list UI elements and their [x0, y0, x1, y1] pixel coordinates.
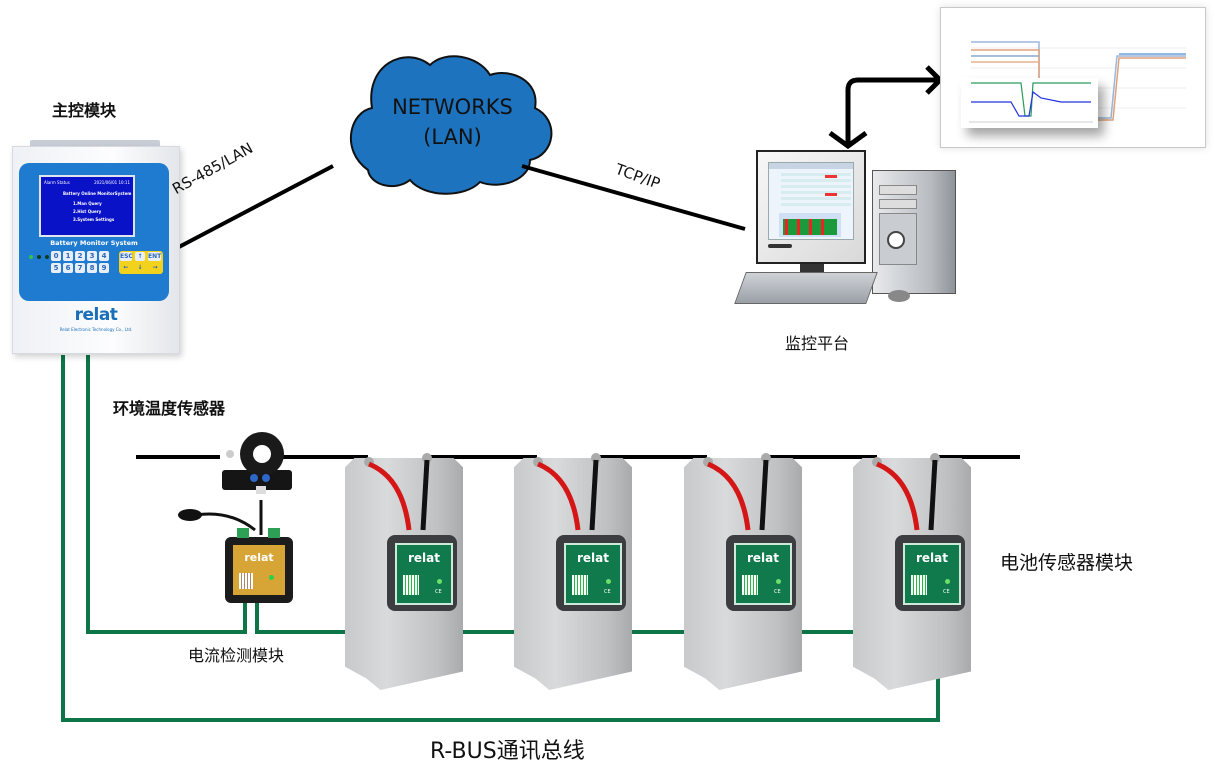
relat-logo: relat	[74, 305, 118, 325]
network-line1: NETWORKS	[392, 95, 513, 119]
relat-logo: relat	[407, 551, 440, 565]
battery-cables	[533, 453, 601, 531]
temp-probe	[178, 509, 202, 521]
status-led	[269, 575, 274, 580]
key-3: 3	[87, 251, 97, 261]
screen-datetime: 2021/06/01 10:11	[94, 180, 130, 185]
power-button-icon	[887, 231, 905, 249]
key-2: 2	[75, 251, 85, 261]
relat-logo: relat	[576, 551, 609, 565]
voltage-current-inset-chart	[961, 78, 1098, 128]
esc-key: ESC	[120, 252, 133, 261]
battery-sensor-module-label: 电池传感器模块	[1000, 552, 1134, 574]
navigation-keys: ESC ↑ ENT ← ↓ →	[119, 251, 163, 274]
screen-menu-item: 2.Hist Query	[73, 209, 102, 214]
key-4: 4	[99, 251, 109, 261]
key-1: 1	[63, 251, 73, 261]
qr-code-icon	[239, 573, 253, 589]
tcpip-line	[521, 164, 746, 231]
main-controller: Alarm Status 2021/06/01 10:11 Battery On…	[12, 146, 180, 354]
alarm-led	[29, 255, 33, 259]
mouse	[888, 290, 910, 302]
key-6: 6	[63, 263, 73, 273]
temperature-sensor-label: 环境温度传感器	[113, 399, 226, 418]
key-8: 8	[87, 263, 97, 273]
battery-cables	[703, 453, 771, 531]
r-bus-label: R-BUS通讯总线	[430, 739, 585, 764]
up-arrow-icon: ↑	[135, 252, 145, 261]
left-arrow-icon: ←	[123, 264, 129, 271]
monitor-stand	[800, 262, 824, 274]
status-led	[945, 579, 950, 584]
key-7: 7	[75, 263, 85, 273]
key-9: 9	[99, 263, 109, 273]
keyboard	[734, 272, 878, 304]
monitor-platform-label: 监控平台	[785, 334, 850, 353]
status-led	[776, 579, 781, 584]
lan-led	[45, 255, 49, 259]
rs485-line	[176, 164, 334, 250]
company-name: Relat Electronic Technology Co., Ltd.	[59, 327, 133, 332]
terminal-block	[268, 528, 280, 538]
status-led	[437, 579, 442, 584]
screen-menu-item: 1.Man Query	[73, 201, 102, 206]
battery-cables	[872, 453, 940, 531]
screen-menu-item: 3.System Settings	[73, 217, 115, 222]
down-arrow-icon: ↓	[137, 264, 143, 271]
screen-title: Battery Online MonitorSystem	[63, 191, 132, 196]
monitoring-software-screen	[768, 162, 854, 240]
main-controller-label: 主控模块	[52, 101, 117, 120]
current-detection-module: relat	[225, 537, 293, 603]
ce-mark-icon: CE	[943, 589, 950, 595]
keypad: 0 1 2 3 4 5 6 7 8 9	[51, 251, 109, 273]
qr-code-icon	[911, 575, 927, 595]
status-leds	[29, 255, 49, 259]
monitor-button	[768, 244, 792, 248]
relat-logo: relat	[915, 551, 948, 565]
current-module-label: 电流检测模块	[188, 646, 285, 665]
controller-screen: Alarm Status 2021/06/01 10:11 Battery On…	[39, 175, 135, 237]
current-transformer	[222, 432, 292, 494]
ce-mark-icon: CE	[604, 589, 611, 595]
qr-code-icon	[742, 575, 758, 595]
relat-logo: relat	[746, 551, 779, 565]
screen-status: Alarm Status	[44, 180, 70, 185]
network-cloud-label: NETWORKS (LAN)	[355, 92, 550, 152]
controller-front-panel: Alarm Status 2021/06/01 10:11 Battery On…	[19, 163, 169, 301]
terminal-block	[237, 528, 249, 538]
bidirectional-arrow	[845, 77, 937, 143]
battery-cables	[364, 453, 432, 531]
key-0: 0	[51, 251, 61, 261]
pc-tower	[872, 170, 956, 294]
key-5: 5	[51, 263, 61, 273]
qr-code-icon	[572, 575, 588, 595]
status-led	[606, 579, 611, 584]
relat-logo: relat	[244, 551, 274, 564]
qr-code-icon	[403, 575, 419, 595]
ent-key: ENT	[148, 252, 162, 261]
temp-probe-cable	[195, 512, 256, 532]
pc-monitor	[756, 150, 866, 264]
ce-mark-icon: CE	[774, 589, 781, 595]
ce-mark-icon: CE	[435, 589, 442, 595]
comm-led	[37, 255, 41, 259]
network-line2: (LAN)	[423, 125, 482, 149]
panel-title: Battery Monitor System	[50, 239, 138, 247]
right-arrow-icon: →	[152, 264, 158, 271]
network-cloud	[349, 55, 553, 195]
